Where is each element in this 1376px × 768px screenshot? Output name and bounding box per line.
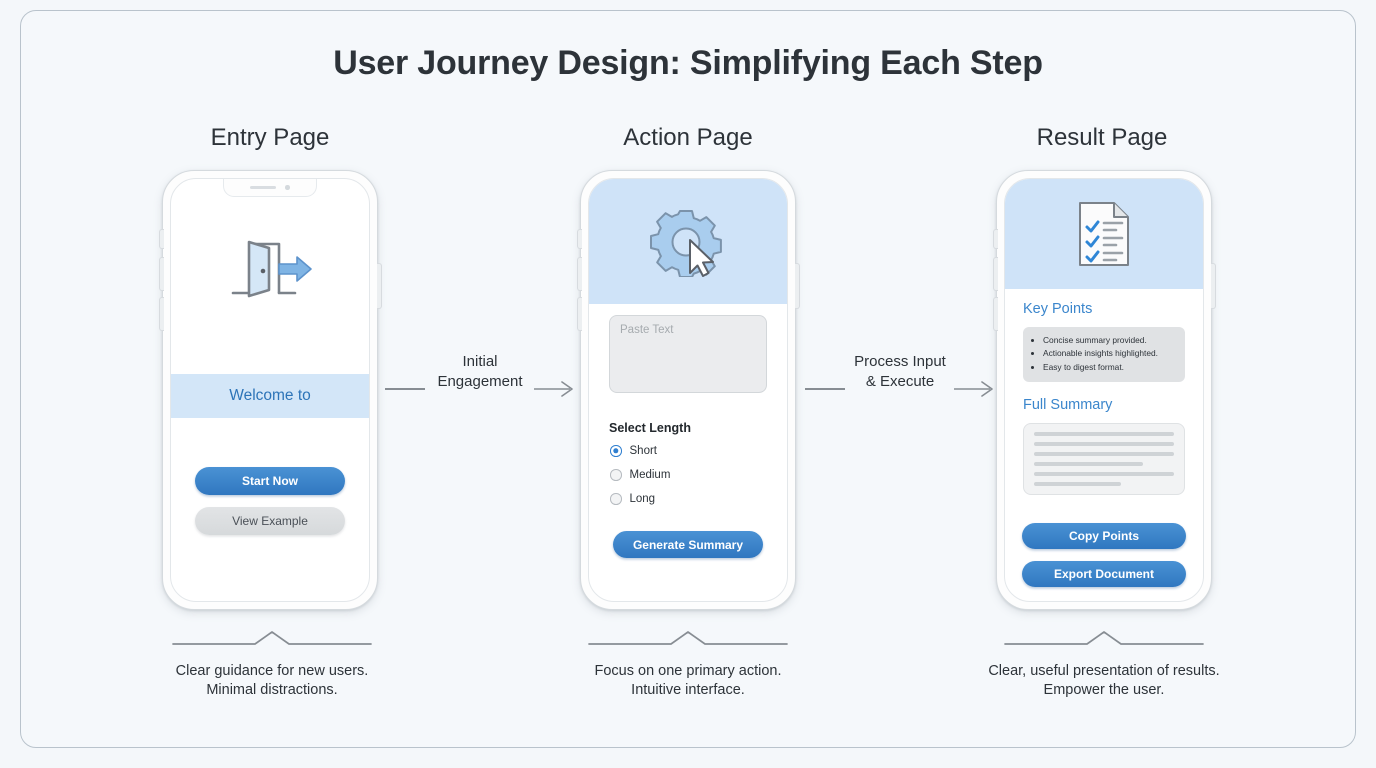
radio-label: Long [629,493,656,505]
generate-summary-button[interactable]: Generate Summary [613,531,763,558]
phone-volume-up-button [992,257,998,291]
paste-text-input[interactable]: Paste Text [609,315,767,393]
phone-volume-down-button [158,297,164,331]
caption-result: Clear, useful presentation of results. E… [924,662,1284,700]
radio-icon[interactable] [610,493,622,505]
phone-screen-result: Key Points Concise summary provided. Act… [1004,178,1204,602]
result-hero [1005,179,1203,289]
full-summary-title: Full Summary [1023,397,1113,413]
copy-points-button[interactable]: Copy Points [1022,523,1186,549]
key-point-item: Actionable insights highlighted. [1043,347,1176,360]
action-hero [589,179,787,304]
radio-option-medium[interactable]: Medium [610,469,670,481]
key-points-title: Key Points [1023,301,1093,317]
page-title: User Journey Design: Simplifying Each St… [333,44,1043,82]
phone-mockup-result: Key Points Concise summary provided. Act… [992,170,1216,610]
connector-label: Process Input & Execute [800,352,1000,392]
start-now-button[interactable]: Start Now [195,467,345,495]
phone-mockup-action: Paste Text Select Length Short Medium Lo… [576,170,800,610]
caret-bracket-result [1004,631,1204,645]
skeleton-line [1034,461,1144,467]
connector-line [805,388,845,390]
skeleton-line [1034,432,1174,437]
document-checklist-icon [1079,202,1129,266]
column-header-action: Action Page [623,124,753,151]
skeleton-line [1034,451,1174,457]
phone-power-button [794,263,800,309]
connector-label: Initial Engagement [380,352,580,392]
caption-line2: Intuitive interface. [631,682,745,699]
phone-volume-down-button [992,297,998,331]
connector-process-input: Process Input & Execute [800,352,1000,422]
speaker-grill [250,185,277,190]
select-length-label: Select Length [609,421,691,435]
connector-label-line1: Initial [462,353,498,370]
view-example-button[interactable]: View Example [195,507,345,535]
phone-side-button [576,229,582,249]
connector-label-line1: Process Input [854,353,946,370]
welcome-banner: Welcome to [171,374,369,418]
connector-initial-engagement: Initial Engagement [380,352,580,422]
caption-line1: Focus on one primary action. [594,663,782,679]
key-point-item: Easy to digest format. [1043,361,1176,374]
column-header-entry: Entry Page [210,124,330,151]
phone-power-button [376,263,382,309]
export-document-button[interactable]: Export Document [1022,561,1186,587]
phone-volume-down-button [576,297,582,331]
caption-entry: Clear guidance for new users. Minimal di… [92,662,452,700]
gear-cursor-icon [650,209,722,277]
full-summary-placeholder [1023,423,1185,495]
caption-line2: Empower the user. [1043,682,1165,699]
caret-bracket-action [588,631,788,645]
phone-side-button [992,229,998,249]
connector-line [385,388,425,390]
phone-power-button [1210,263,1216,309]
caret-bracket-entry [172,631,372,645]
connector-label-line2: Engagement [437,372,523,390]
caption-line1: Clear, useful presentation of results. [988,663,1220,679]
connector-label-line2: & Execute [865,372,935,390]
key-point-item: Concise summary provided. [1043,334,1176,347]
phone-mockup-entry: Welcome to Start Now View Example [158,170,382,610]
arrow-right-icon [534,381,573,397]
radio-icon[interactable] [610,469,622,481]
entry-hero [171,197,369,342]
radio-option-short[interactable]: Short [610,445,657,457]
phone-screen-action: Paste Text Select Length Short Medium Lo… [588,178,788,602]
skeleton-line [1034,441,1174,447]
skeleton-line [1034,481,1121,487]
front-camera-dot [285,185,290,190]
phone-volume-up-button [158,257,164,291]
radio-label: Medium [629,469,671,481]
key-points-box: Concise summary provided. Actionable ins… [1023,327,1185,382]
arrow-right-icon [954,381,993,397]
column-header-result: Result Page [1036,124,1168,151]
caption-line2: Minimal distractions. [206,682,338,699]
open-door-exit-icon [231,240,312,297]
phone-notch [223,179,317,197]
caption-line1: Clear guidance for new users. [175,663,369,679]
caption-action: Focus on one primary action. Intuitive i… [508,662,868,700]
radio-label: Short [629,445,658,457]
radio-option-long[interactable]: Long [610,493,655,505]
phone-side-button [158,229,164,249]
phone-volume-up-button [576,257,582,291]
radio-icon-selected[interactable] [610,445,622,457]
skeleton-line [1034,471,1174,477]
phone-screen-entry: Welcome to Start Now View Example [170,178,370,602]
